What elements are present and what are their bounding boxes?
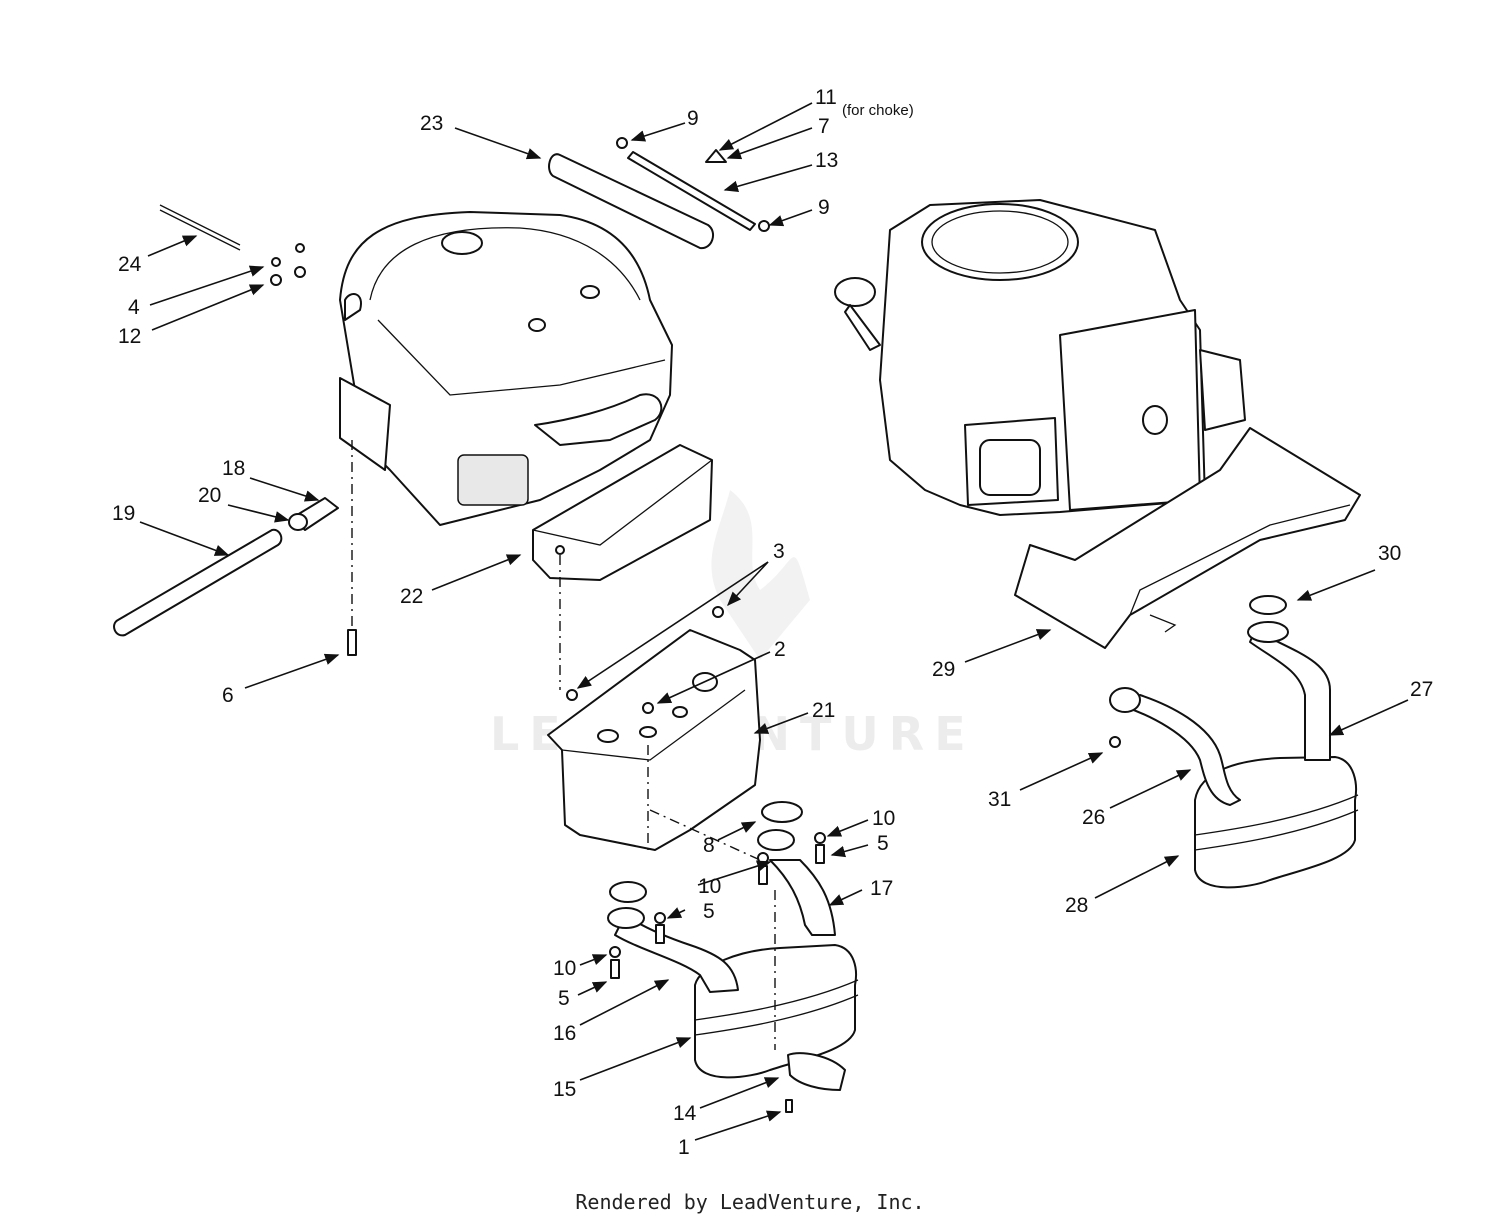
callout-8: 8 <box>703 834 715 857</box>
callout-17: 17 <box>870 877 893 900</box>
callout-11: 11 <box>815 86 837 109</box>
left-muffler-assembly <box>607 801 859 1091</box>
callout-29: 29 <box>932 658 955 681</box>
callout-21: 21 <box>812 699 835 722</box>
callout-5-right: 5 <box>877 832 889 855</box>
callout-3: 3 <box>773 540 785 563</box>
hardware <box>270 137 826 1113</box>
assembly-lines <box>351 440 776 1050</box>
callout-9-top: 9 <box>687 107 699 130</box>
callout-23: 23 <box>420 112 443 135</box>
callout-22: 22 <box>400 585 423 608</box>
callout-30: 30 <box>1378 542 1401 565</box>
callout-7: 7 <box>818 115 830 138</box>
tubes <box>113 151 756 637</box>
left-engine <box>339 211 673 526</box>
right-muffler-assembly <box>1109 595 1359 889</box>
callout-6: 6 <box>222 684 234 707</box>
callout-19: 19 <box>112 502 135 525</box>
callout-10-mid: 10 <box>698 875 721 898</box>
callout-15: 15 <box>553 1078 576 1101</box>
leader-arrows <box>139 102 1409 1141</box>
bracket <box>532 444 713 581</box>
right-engine <box>834 199 1246 516</box>
callout-14: 14 <box>673 1102 697 1125</box>
callout-12: 12 <box>118 325 141 348</box>
callout-27: 27 <box>1410 678 1433 701</box>
callout-20: 20 <box>198 484 221 507</box>
callout-13: 13 <box>815 149 838 172</box>
callout-9-right: 9 <box>818 196 830 219</box>
heat-shield <box>1014 427 1361 649</box>
callout-28: 28 <box>1065 894 1088 917</box>
callout-5-mid: 5 <box>703 900 715 923</box>
callout-31: 31 <box>988 788 1011 811</box>
choke-note: (for choke) <box>842 102 914 119</box>
callout-4: 4 <box>128 296 140 319</box>
callout-labels: 23 9 11 (for choke) 7 13 9 24 4 12 18 20… <box>112 86 1433 1159</box>
callout-24: 24 <box>118 253 142 276</box>
callout-10-right: 10 <box>872 807 895 830</box>
callout-5-left: 5 <box>558 987 570 1010</box>
footer-credit: Rendered by LeadVenture, Inc. <box>575 1190 925 1214</box>
callout-26: 26 <box>1082 806 1105 829</box>
muffler-guard <box>547 629 761 851</box>
callout-10-left: 10 <box>553 957 576 980</box>
callout-2: 2 <box>774 638 786 661</box>
callout-18: 18 <box>222 457 245 480</box>
callout-1: 1 <box>678 1136 690 1159</box>
callout-16: 16 <box>553 1022 576 1045</box>
